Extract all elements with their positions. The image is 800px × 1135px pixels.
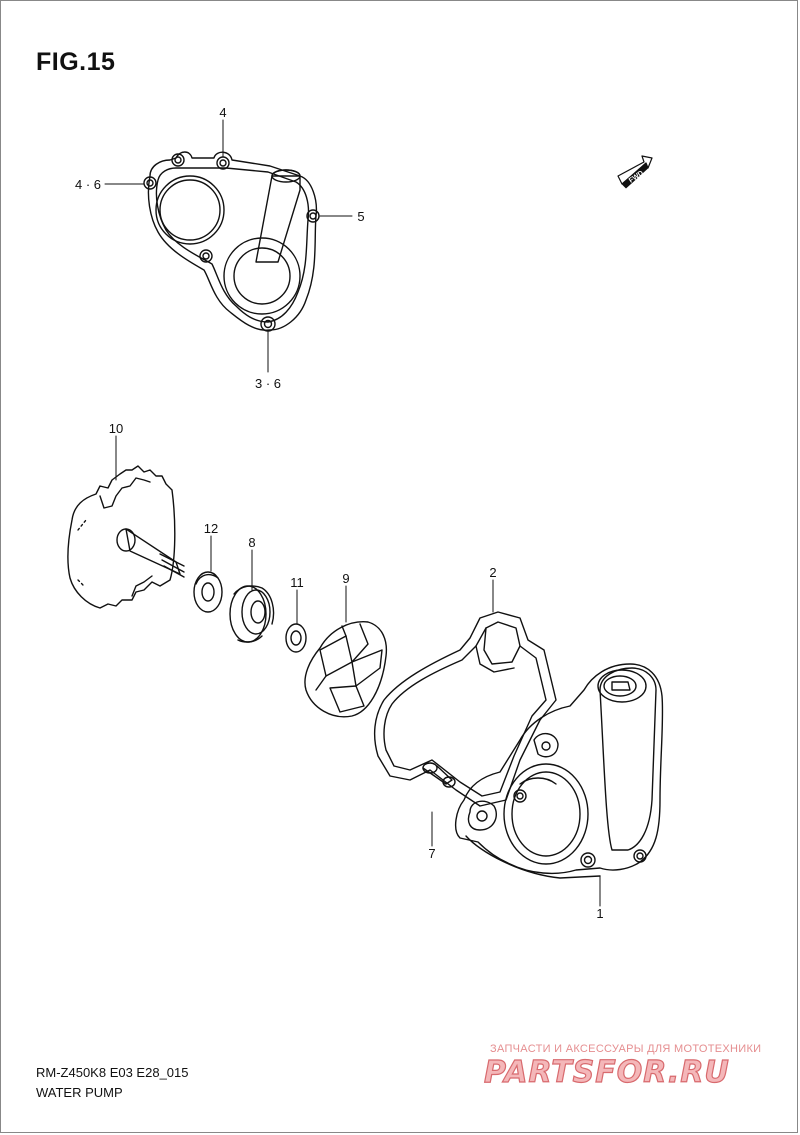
fwd-arrow-icon bbox=[617, 155, 653, 189]
oil-seal-part bbox=[229, 585, 275, 643]
watermark-logo: PARTSFOR.RU bbox=[483, 1054, 730, 1090]
callout-4: 4 bbox=[219, 105, 226, 120]
callout-2: 2 bbox=[489, 565, 496, 580]
callout-9: 9 bbox=[342, 571, 349, 586]
model-code: RM-Z450K8 E03 E28_015 bbox=[36, 1065, 189, 1080]
washer-part bbox=[193, 571, 223, 613]
callout-5: 5 bbox=[357, 209, 364, 224]
leader-lines bbox=[104, 119, 601, 907]
pump-case-part bbox=[454, 663, 664, 879]
callout-11: 11 bbox=[290, 575, 304, 590]
callout-8: 8 bbox=[248, 535, 255, 550]
impeller-part bbox=[304, 621, 388, 718]
callout-3-6: 3 · 6 bbox=[255, 376, 281, 391]
callout-12: 12 bbox=[204, 521, 218, 536]
callout-10: 10 bbox=[109, 421, 123, 436]
callout-labels: 4 4 · 6 5 3 · 6 10 12 8 11 9 2 7 1 bbox=[75, 105, 604, 921]
pump-gear-part bbox=[67, 465, 185, 609]
figure-title: FIG.15 bbox=[36, 48, 116, 76]
pump-cover-part bbox=[143, 151, 320, 332]
watermark-caption: ЗАПЧАСТИ И АКСЕССУАРЫ ДЛЯ МОТОТЕХНИКИ bbox=[490, 1043, 762, 1055]
callout-4-6: 4 · 6 bbox=[75, 177, 101, 192]
callout-1: 1 bbox=[596, 906, 603, 921]
small-washer-part bbox=[285, 623, 307, 653]
section-name: WATER PUMP bbox=[36, 1085, 123, 1100]
dowel-pin-part bbox=[422, 762, 456, 788]
gasket-part bbox=[373, 611, 557, 807]
callout-7: 7 bbox=[428, 846, 435, 861]
